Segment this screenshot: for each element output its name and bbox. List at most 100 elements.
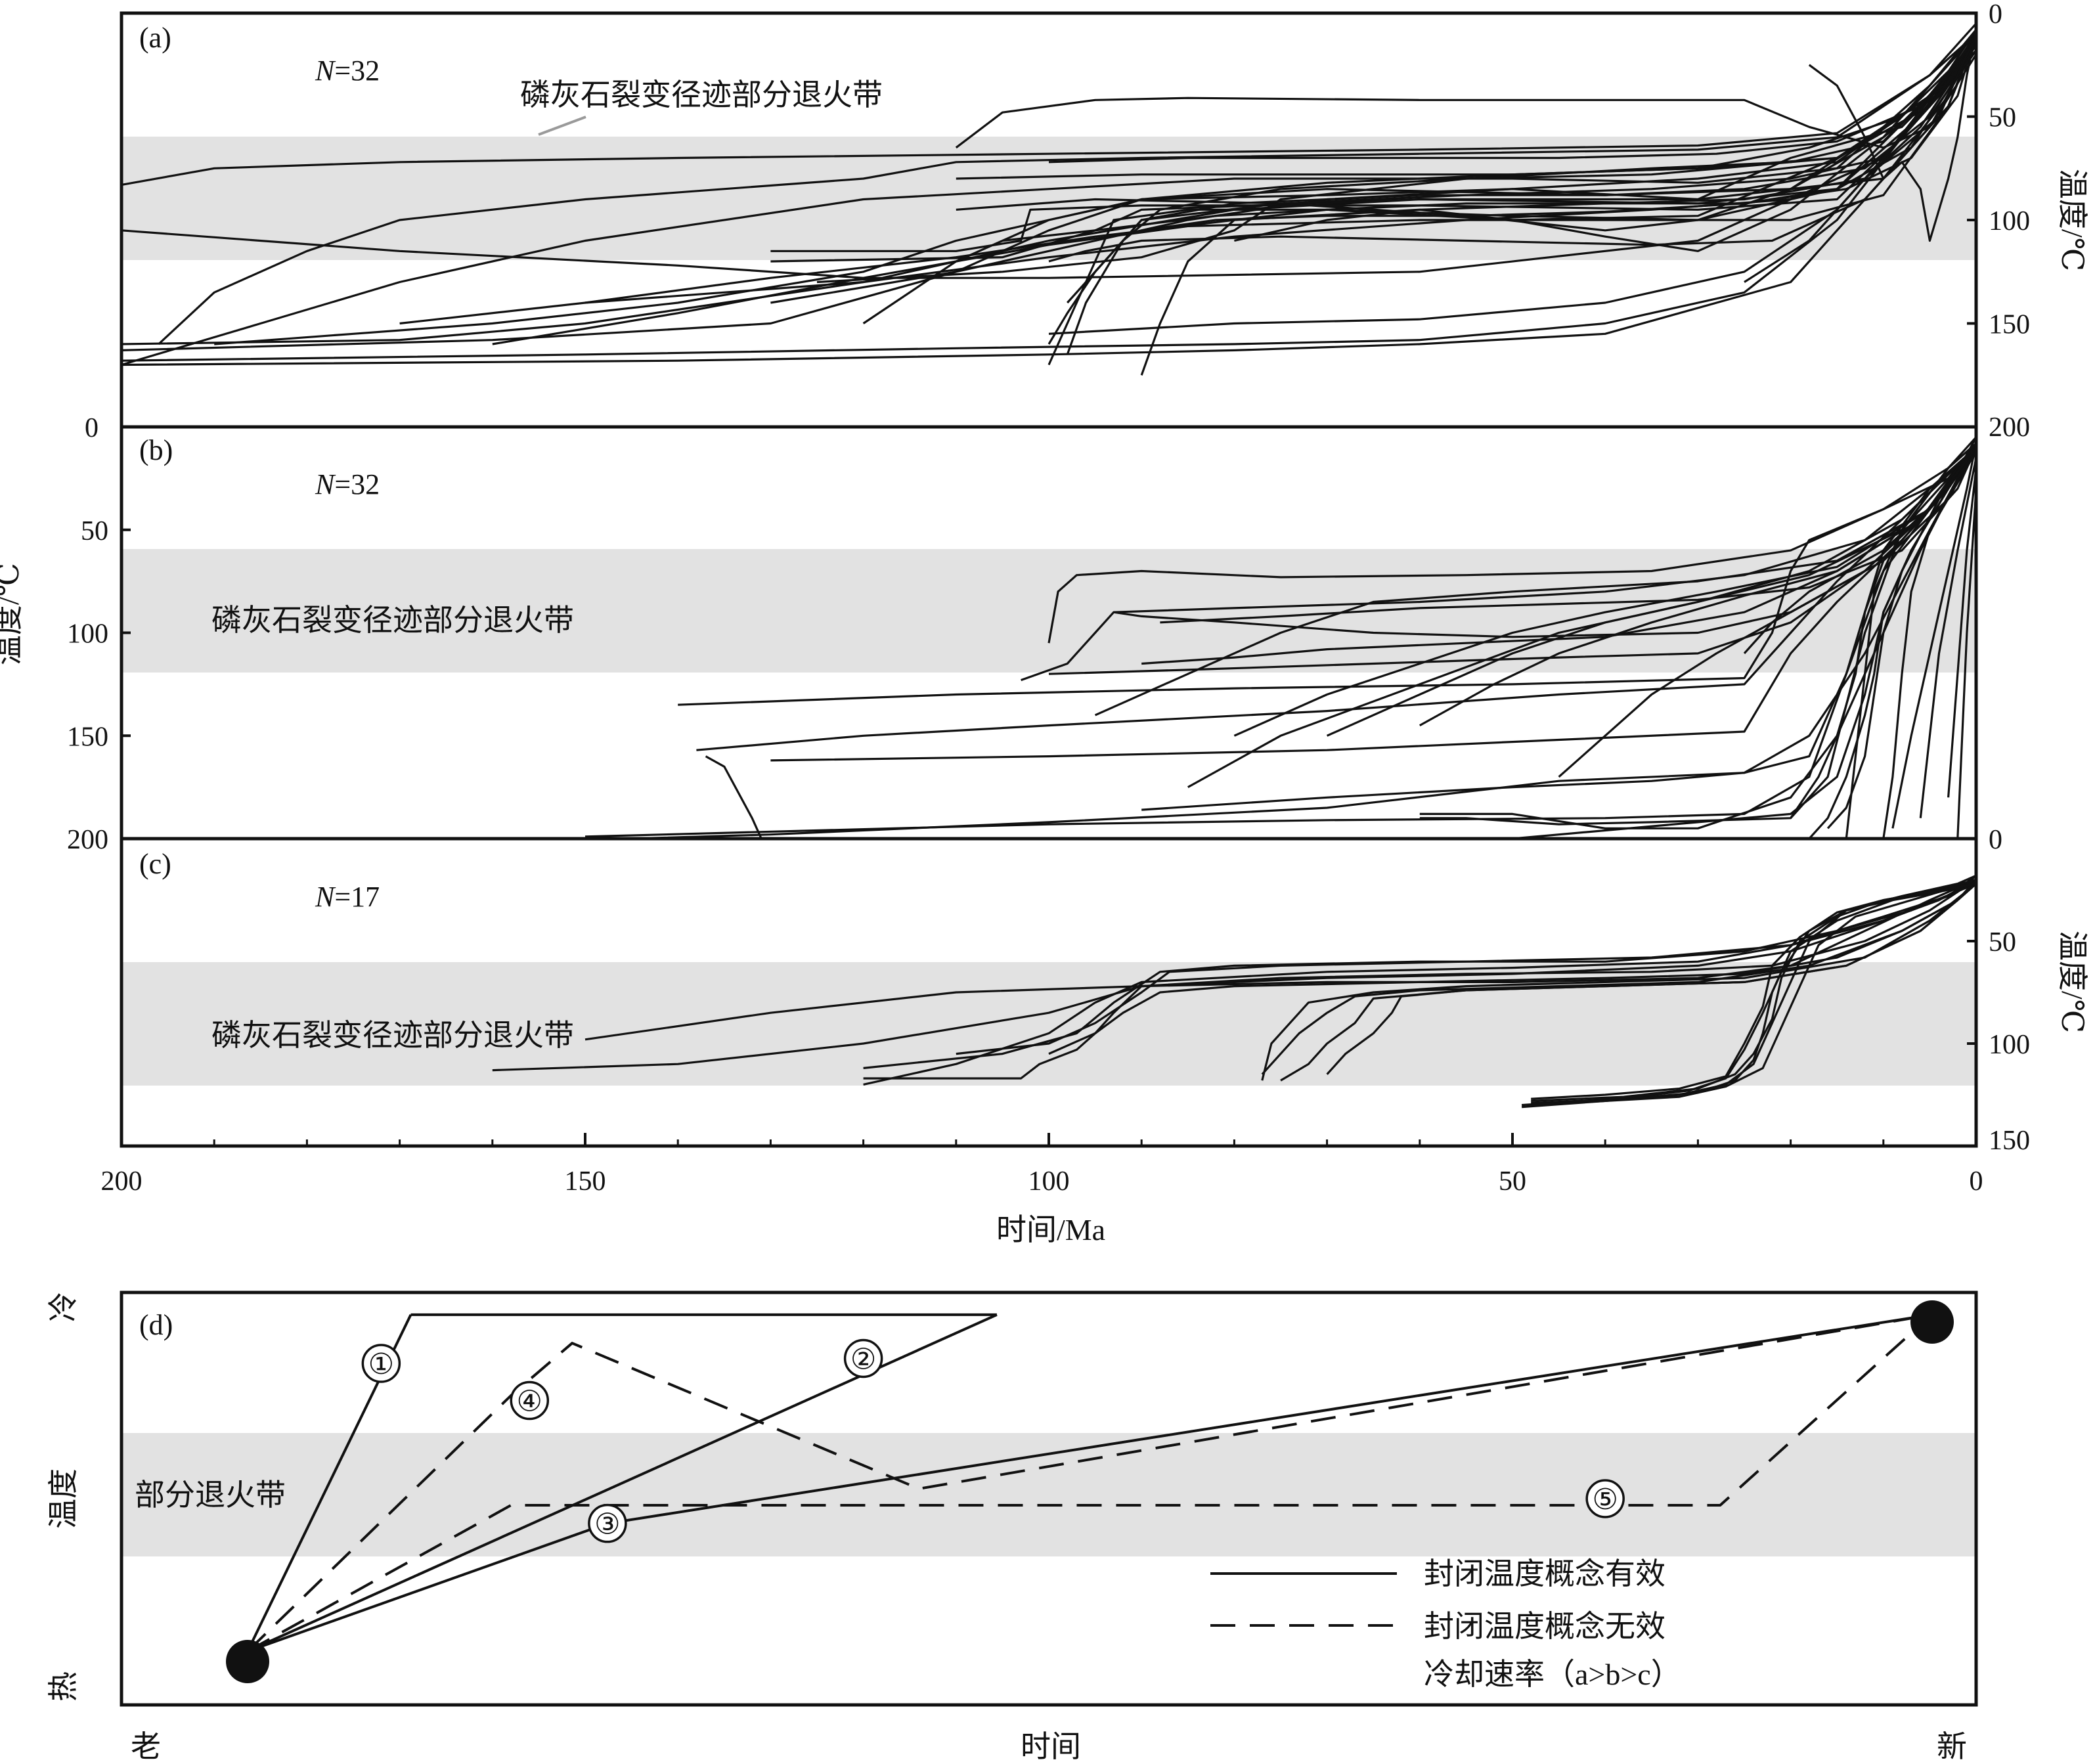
panel-b-path-7 [631,451,1977,840]
panel-c-n-label: N=17 [315,881,380,913]
end-point-marker [1910,1300,1954,1344]
panel-c-path-5 [863,879,1977,1080]
panel-a-path-23 [214,43,1977,345]
panel-b-path-13 [1233,447,1977,737]
panel-d-frame [120,1290,1978,1707]
panel-b-band-label: 磷灰石裂变径迹部分退火带 [211,604,574,637]
x-tick-label: 200 [101,1166,143,1197]
panel-c: (c) N=17 磷灰石裂变径迹部分退火带 50 100 150 温度/℃ [120,837,2089,1156]
panel-b-left-tick-label: 150 [67,722,108,752]
panel-b-path-17 [1160,447,1977,624]
panel-b-path-4 [705,755,762,839]
panel-b-path-18 [1326,447,1977,737]
path-number-label: ② [850,1343,876,1375]
panel-d-band-label: 部分退火带 [135,1478,286,1512]
panel-c-path-0 [584,878,1977,1041]
path-number-label: ⑤ [1592,1484,1618,1516]
panel-c-right-tick-label: 50 [1989,927,2016,958]
start-point-marker [226,1640,269,1683]
panel-a-lines [121,22,1977,376]
x-tick-label: 0 [1970,1166,1983,1197]
panel-a-path-28 [1048,37,1977,164]
panel-c-label: (c) [139,848,171,880]
panel-a-n-label: N=32 [315,55,380,87]
panel-b-path-28 [1956,488,1977,839]
schematic-path-4 [246,1313,1932,1652]
legend-solid-label: 封闭温度概念有效 [1424,1557,1665,1591]
panel-c-path-10 [1326,883,1977,1075]
panel-c-path-4 [956,878,1977,1055]
panel-a-path-0 [121,33,1977,186]
panel-a-path-10 [955,54,1977,149]
panel-a-band-label: 磷灰石裂变径迹部分退火带 [520,78,883,112]
x-tick-label: 150 [565,1166,606,1197]
x-axis-label: 时间/Ma [996,1213,1105,1246]
panel-c-right-axis-label: 温度/℃ [2056,931,2089,1033]
panel-c-path-7 [1261,883,1977,1081]
panel-a-path-25 [1048,37,1977,345]
panel-c-lines [492,874,1977,1109]
path-number-label: ① [368,1348,394,1380]
panel-b-right-tick-bottom: 0 [1989,825,2002,855]
path-number-label: ④ [517,1386,542,1418]
panel-b-left-tick-label: 100 [67,619,108,650]
path-number-badge [1585,1479,1625,1518]
legend-rate-label: 冷却速率（a>b>c） [1424,1658,1681,1691]
panel-c-right-tick-label: 100 [1989,1030,2030,1060]
panel-b-left-tick-label: 200 [67,825,108,855]
panel-a-path-26 [956,29,1977,180]
panel-b-path-2 [678,443,1977,706]
axis-time-label: 时间 [1021,1730,1081,1763]
panel-d-label: (d) [139,1309,173,1341]
panel-c-path-8 [1261,883,1977,1075]
panel-b-n-label: N=32 [315,468,380,500]
panel-a-label: (a) [139,22,171,54]
panel-a-band-leader [538,116,586,136]
panel-b-path-29 [1845,442,1977,839]
panel-b-path-11 [1141,447,1977,811]
panel-b-path-24 [1882,447,1977,839]
panel-b-label: (b) [139,434,173,466]
panel-b-path-25 [1891,443,1977,829]
panel-b-path-27 [1947,468,1977,798]
panel-a-right-axis-label: 温度/℃ [2056,169,2089,271]
path-number-badge [510,1380,550,1421]
panel-a-left-tick-0: 0 [85,413,99,443]
panel-b-path-14 [1094,443,1977,717]
axis-hot-label: 热 [47,1671,80,1702]
panel-c-right-ticks: 50 100 150 [1967,927,2030,1156]
panel-c-path-12 [1521,874,1977,1109]
panel-b-path-0 [1048,442,1977,644]
panel-a-right-tick-label: 0 [1989,0,2002,30]
axis-temperature-label: 温度 [47,1468,80,1529]
panel-b-path-26 [1919,457,1977,818]
panel-d-band [121,1433,1976,1556]
panel-b-left-tick-label: 50 [81,516,108,546]
panel-a-path-31 [399,33,1977,325]
panel-a-right-tick-label: 100 [1989,206,2030,236]
panel-c-path-16 [1531,883,1977,1100]
panel-b-right-tick-top: 200 [1989,412,2030,443]
panel-b-path-6 [584,447,1977,838]
panel-b-path-22 [1808,436,1977,840]
panel-b-path-21 [1790,443,1977,819]
panel-a-path-32 [1808,29,1977,242]
panel-b-path-23 [1826,443,1977,829]
axis-cold-label: 冷 [47,1292,80,1322]
axis-new-label: 新 [1937,1730,1967,1763]
panel-c-right-tick-label: 150 [1989,1126,2030,1156]
panel-a-path-19 [584,33,1977,304]
panel-b-path-31 [1048,447,1977,675]
panel-c-path-2 [863,874,1977,1086]
panel-c-band-label: 磷灰石裂变径迹部分退火带 [211,1019,574,1052]
axis-old-label: 老 [131,1730,161,1763]
panel-a-right-tick-label: 50 [1989,103,2016,133]
panel-c-path-15 [1521,883,1977,1107]
legend-dashed-label: 封闭温度概念无效 [1424,1610,1665,1643]
panel-a-path-27 [1048,43,1977,263]
